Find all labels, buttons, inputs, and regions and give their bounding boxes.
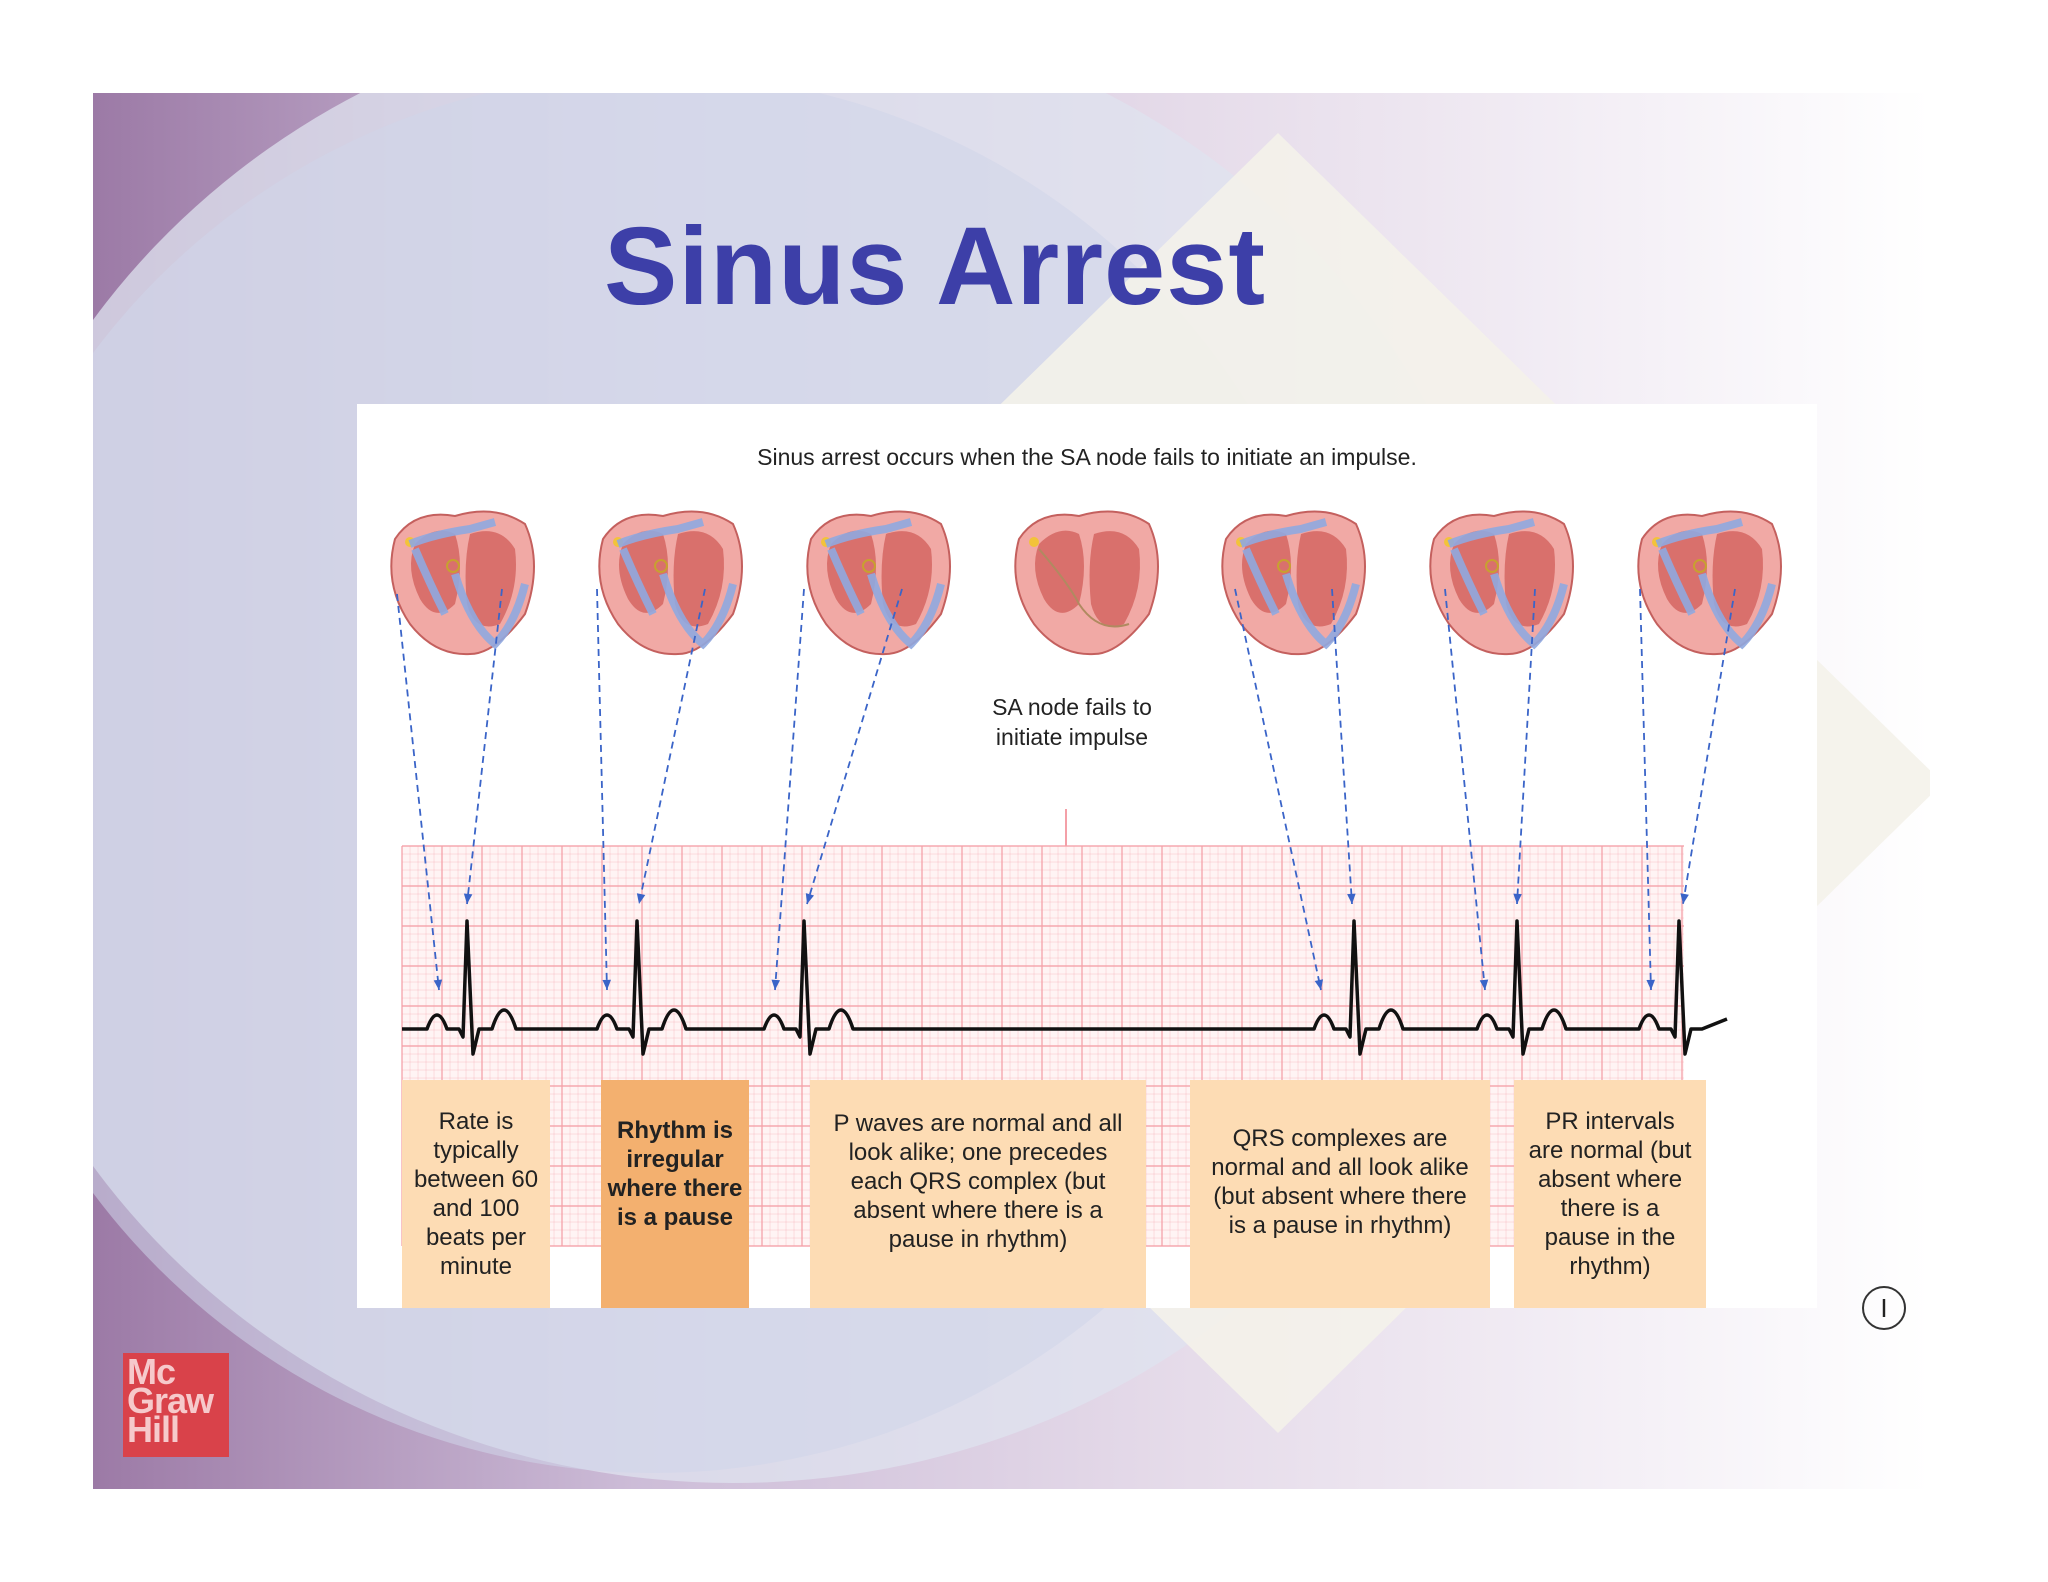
logo-line-3: Hill [127, 1409, 180, 1450]
info-box-p-waves: P waves are normal and all look alike; o… [810, 1080, 1146, 1308]
heart-illustration [390, 510, 535, 656]
slide-title: Sinus Arrest [603, 205, 1266, 328]
sa-node-label-line-2: initiate impulse [995, 724, 1149, 750]
info-box-rhythm: Rhythm is irregular where there is a pau… [601, 1080, 749, 1308]
mcgraw-hill-logo[interactable]: Mc Graw Hill [123, 1353, 229, 1457]
figure-caption: Sinus arrest occurs when the SA node fai… [757, 444, 1417, 470]
info-box-pr-intervals: PR intervals are normal (but absent wher… [1514, 1080, 1706, 1308]
sinus-arrest-figure: Sinus arrest occurs when the SA node fai… [357, 404, 1817, 1308]
logo-line-2: Graw [127, 1380, 214, 1421]
info-box-rate: Rate is typically between 60 and 100 bea… [402, 1080, 550, 1308]
heart-illustration [806, 510, 951, 656]
dashed-arrows [396, 588, 1736, 991]
sa-node-label-line-1: SA node fails to [992, 694, 1152, 720]
logo-line-1: Mc [127, 1351, 176, 1392]
info-icon[interactable]: I [1862, 1286, 1906, 1330]
ecg-trace [402, 919, 1728, 1056]
heart-illustration-no-impulse [1014, 510, 1159, 656]
heart-illustration [598, 510, 743, 656]
heart-illustration [1637, 510, 1782, 656]
info-box-qrs: QRS complexes are normal and all look al… [1190, 1080, 1490, 1308]
heart-illustration [1429, 510, 1574, 656]
sa-node-label: SA node fails to initiate impulse [947, 692, 1197, 752]
heart-illustration [1221, 510, 1366, 656]
